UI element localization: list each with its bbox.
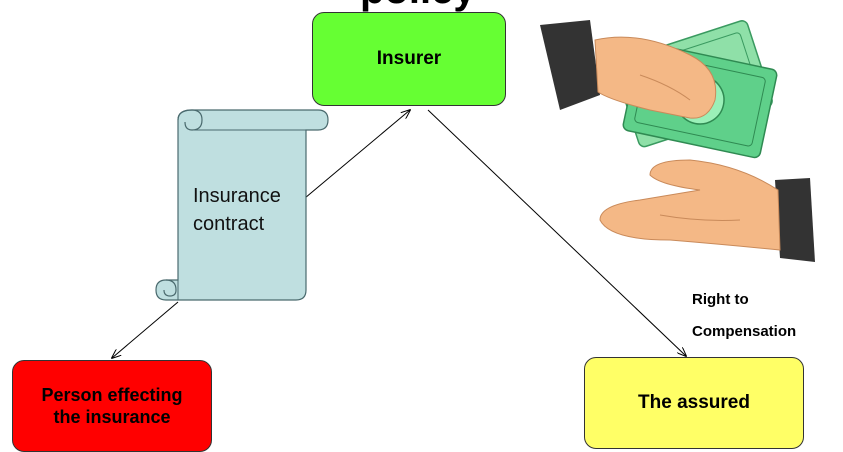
- arrow-contract-to-person: [112, 301, 179, 358]
- assured-label: The assured: [638, 392, 750, 413]
- compensation-label: Right to Compensation: [692, 284, 842, 348]
- insurer-node: Insurer: [312, 12, 506, 106]
- page-title: policy: [360, 0, 520, 10]
- person-label-line2: the insurance: [53, 407, 171, 427]
- contract-label-line1: Insurance: [193, 185, 281, 207]
- compensation-line1: Right to: [692, 291, 749, 308]
- contract-scroll-icon: [155, 109, 329, 301]
- insurer-label: Insurer: [376, 48, 442, 69]
- person-effecting-node: Person effecting the insurance: [12, 360, 212, 452]
- contract-label-line2: contract: [193, 213, 265, 235]
- arrow-insurer-to-assured: [427, 109, 686, 356]
- person-label-line1: Person effecting: [41, 385, 183, 405]
- money-handover-icon: $: [540, 20, 815, 262]
- arrow-contract-to-insurer: [304, 110, 410, 199]
- compensation-line2: Compensation: [692, 323, 797, 340]
- contract-label: Insurance contract: [193, 182, 303, 238]
- assured-node: The assured: [584, 357, 804, 449]
